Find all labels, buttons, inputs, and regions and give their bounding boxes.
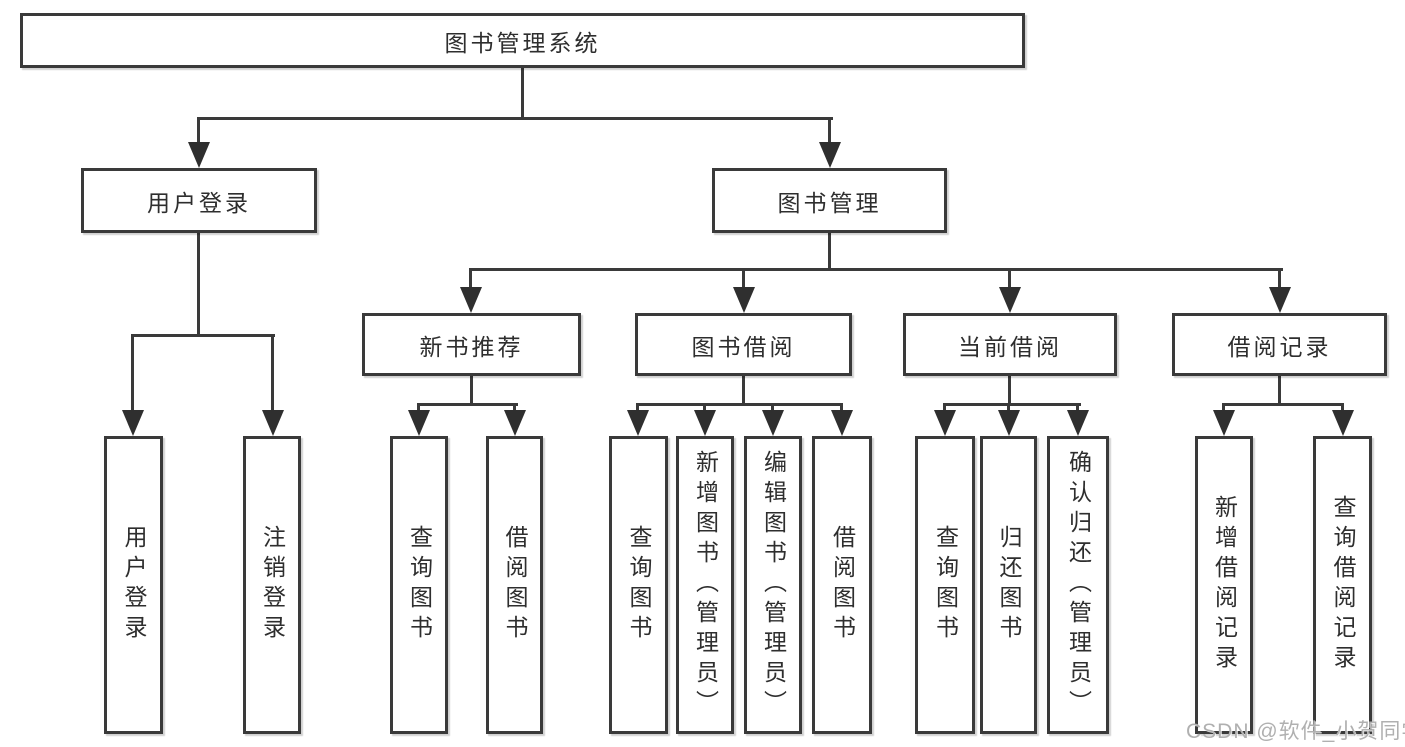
edge-line-h (1222, 403, 1344, 406)
edge-line-v (1278, 376, 1281, 405)
node-library-system: 图书管理系统 (20, 13, 1025, 68)
node-book-management: 图书管理 (712, 168, 947, 233)
arrow-down-icon (733, 287, 755, 313)
node-book-borrowing: 图书借阅 (635, 313, 852, 376)
node-leaf-query-borrow-record: 查询借阅记录 (1313, 436, 1372, 734)
arrow-stem (1278, 268, 1281, 290)
leaf-label: 新增图书（管理员） (692, 450, 719, 720)
node-leaf-return-books: 归还图书 (980, 436, 1037, 734)
arrow-stem (271, 334, 274, 412)
edge-line-v (742, 376, 745, 405)
edge-line-v (828, 233, 831, 271)
leaf-label: 查询图书 (932, 525, 959, 645)
node-leaf-logout: 注销登录 (243, 436, 301, 734)
arrow-down-icon (408, 410, 430, 436)
leaf-label: 用户登录 (121, 525, 147, 645)
arrow-stem (1007, 403, 1010, 413)
arrow-down-icon (762, 410, 784, 436)
leaf-label: 借阅图书 (502, 525, 528, 645)
arrow-down-icon (627, 410, 649, 436)
node-current-borrowing: 当前借阅 (903, 313, 1117, 376)
node-leaf-borrow-books-recommend: 借阅图书 (486, 436, 543, 734)
arrow-down-icon (1269, 287, 1291, 313)
arrow-stem (1222, 403, 1225, 413)
leaf-label: 编辑图书（管理员） (760, 450, 787, 720)
node-leaf-borrow-books: 借阅图书 (812, 436, 872, 734)
arrow-down-icon (1332, 410, 1354, 436)
arrow-stem (943, 403, 946, 413)
arrow-down-icon (460, 287, 482, 313)
node-leaf-query-books-recommend: 查询图书 (390, 436, 448, 734)
arrow-stem (742, 268, 745, 290)
node-new-book-recommend: 新书推荐 (362, 313, 581, 376)
arrow-down-icon (694, 410, 716, 436)
arrow-stem (469, 268, 472, 290)
edge-line-v (521, 66, 524, 118)
leaf-label: 查询图书 (626, 525, 652, 645)
edge-line-h (197, 117, 833, 120)
edge-line-h (943, 403, 1081, 406)
arrow-down-icon (934, 410, 956, 436)
arrow-stem (771, 403, 774, 413)
arrow-stem (1076, 403, 1079, 413)
edge-line-h (636, 403, 843, 406)
node-leaf-edit-book-admin: 编辑图书（管理员） (744, 436, 802, 734)
arrow-stem (703, 403, 706, 413)
arrow-down-icon (122, 410, 144, 436)
leaf-label: 查询图书 (406, 525, 433, 645)
node-leaf-add-borrow-record: 新增借阅记录 (1195, 436, 1253, 734)
node-leaf-query-books-borrowing: 查询图书 (609, 436, 668, 734)
node-leaf-user-login: 用户登录 (104, 436, 163, 734)
arrow-stem (1008, 268, 1011, 290)
leaf-label: 新增借阅记录 (1211, 495, 1238, 675)
arrow-stem (417, 403, 420, 413)
edge-line-h (417, 403, 518, 406)
arrow-down-icon (831, 410, 853, 436)
arrow-stem (828, 117, 831, 145)
arrow-down-icon (998, 410, 1020, 436)
arrow-stem (636, 403, 639, 413)
arrow-stem (131, 334, 134, 412)
arrow-down-icon (504, 410, 526, 436)
edge-line-h (131, 334, 275, 337)
edge-line-v (1008, 376, 1011, 405)
arrow-stem (513, 403, 516, 413)
node-user-login: 用户登录 (81, 168, 317, 233)
node-leaf-query-books-current: 查询图书 (915, 436, 975, 734)
arrow-stem (197, 117, 200, 145)
arrow-down-icon (1213, 410, 1235, 436)
node-borrowing-records: 借阅记录 (1172, 313, 1387, 376)
edge-line-v (197, 233, 200, 337)
leaf-label: 归还图书 (996, 525, 1022, 645)
arrow-down-icon (188, 142, 210, 168)
arrow-down-icon (262, 410, 284, 436)
edge-line-h (469, 268, 1283, 271)
arrow-stem (1341, 403, 1344, 413)
leaf-label: 注销登录 (259, 525, 286, 645)
node-leaf-confirm-return-admin: 确认归还（管理员） (1047, 436, 1109, 734)
arrow-stem (840, 403, 843, 413)
leaf-label: 确认归还（管理员） (1065, 450, 1092, 720)
node-leaf-add-book-admin: 新增图书（管理员） (676, 436, 734, 734)
watermark: CSDN @软件_小贺同学 (1186, 720, 1405, 743)
leaf-label: 借阅图书 (829, 525, 856, 645)
leaf-label: 查询借阅记录 (1330, 495, 1356, 675)
arrow-down-icon (1067, 410, 1089, 436)
arrow-down-icon (999, 287, 1021, 313)
arrow-down-icon (819, 142, 841, 168)
edge-line-v (470, 376, 473, 405)
